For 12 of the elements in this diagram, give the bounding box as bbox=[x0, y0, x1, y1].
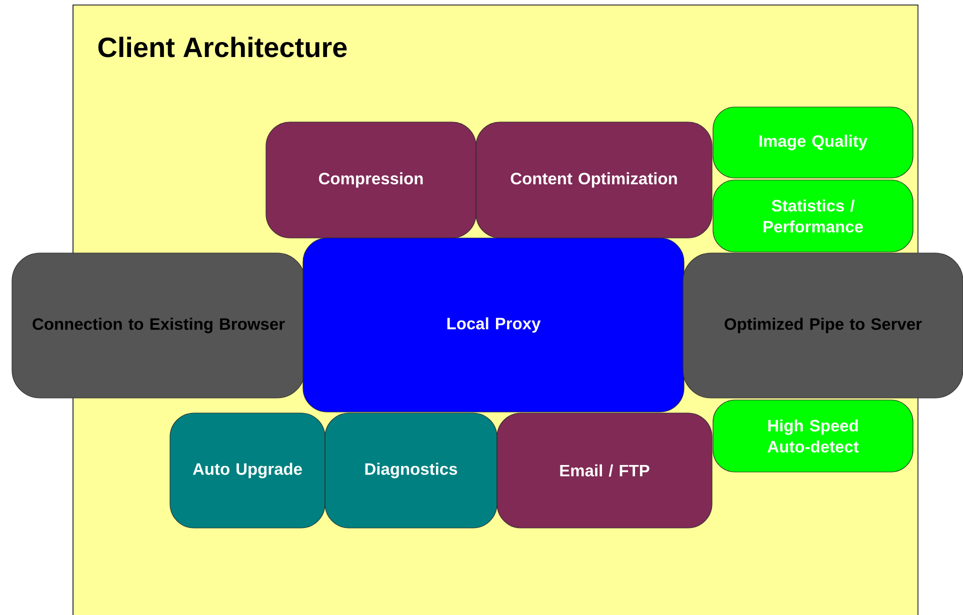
title: Client Architecture bbox=[98, 36, 347, 58]
process-box: Auto Upgrade bbox=[170, 412, 326, 528]
process-box: Connection to Existing Browser bbox=[12, 252, 306, 398]
process-box: Content Optimization bbox=[476, 122, 712, 238]
process-box: Statistics / Performance bbox=[712, 180, 914, 252]
process-box: Compression bbox=[266, 122, 476, 238]
process-box: Optimized Pipe to Server bbox=[682, 252, 963, 398]
process-box: Image Quality bbox=[712, 106, 914, 178]
process-box: Diagnostics bbox=[324, 412, 498, 528]
process-box: Email / FTP bbox=[496, 412, 712, 528]
process-box: High Speed Auto-detect bbox=[712, 400, 914, 472]
process-box: Local Proxy bbox=[302, 238, 684, 412]
